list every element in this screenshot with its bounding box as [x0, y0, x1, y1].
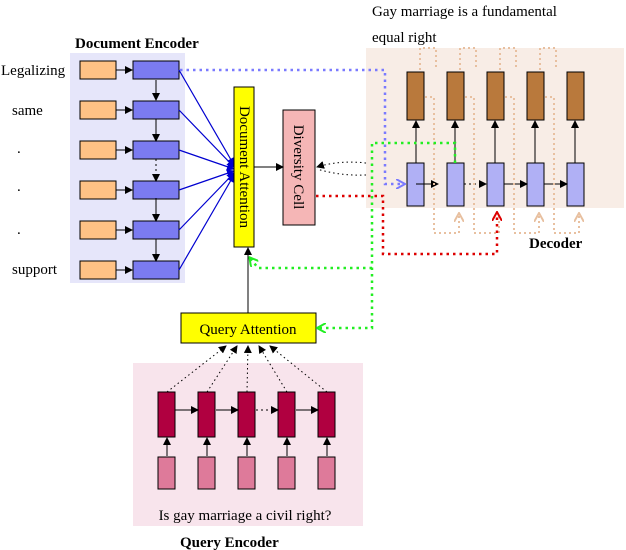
query-encoder-cell — [317, 391, 336, 438]
decoder-to-attention-green-dotted — [250, 141, 457, 328]
diversity-to-decoder-red-dotted — [316, 194, 497, 256]
query-text: Is gay marriage a civil right? — [159, 508, 332, 524]
query-input-cell — [157, 456, 176, 490]
diversity-cell-box — [282, 109, 316, 226]
decoder-state-cell — [446, 162, 465, 207]
query-input-cell — [277, 456, 296, 490]
decoder-to-diversity-dotted — [316, 161, 367, 176]
doc-input-word: . — [17, 179, 21, 195]
query-encoder-cell — [197, 391, 216, 438]
diversity-cell-label: Diversity Cell — [290, 125, 306, 210]
query-to-attention-dotted-arrows — [166, 345, 328, 393]
query-input-cell — [317, 456, 336, 490]
decoder-output-cell — [406, 71, 425, 121]
decoder-output-cell — [526, 71, 545, 121]
decoder-state-cell — [566, 162, 585, 207]
doc-input-word: support — [12, 262, 58, 278]
document-attention-label: Document Attention — [236, 106, 252, 229]
encoder-cell — [132, 180, 180, 200]
query-attention-label: Query Attention — [199, 322, 297, 338]
decoder-feedback-loops — [419, 47, 579, 234]
document-encoder-title: Document Encoder — [75, 36, 199, 52]
doc-input-box — [79, 100, 117, 120]
doc-input-word: . — [17, 222, 21, 238]
doc-input-box — [79, 140, 117, 160]
decoder-output-cell — [446, 71, 465, 121]
decoder-output-cell — [486, 71, 505, 121]
query-input-cell — [197, 456, 216, 490]
decoder-title: Decoder — [529, 236, 583, 252]
encoder-cell — [132, 60, 180, 80]
encoder-cell — [132, 140, 180, 160]
query-encoder-links — [163, 406, 331, 456]
document-encoder-rows — [79, 60, 180, 280]
decoder-output-line2: equal right — [372, 30, 437, 46]
query-input-cell — [237, 456, 256, 490]
decoder-state-cell — [486, 162, 505, 207]
decoder-output-line1: Gay marriage is a fundamental — [372, 4, 557, 20]
query-attention-box — [180, 312, 317, 344]
encoder-cell — [132, 260, 180, 280]
encoder-to-decoder-blue-dotted — [180, 68, 404, 184]
encoder-cell — [132, 100, 180, 120]
doc-input-word: . — [17, 141, 21, 157]
query-encoder-cell — [237, 391, 256, 438]
doc-input-box — [79, 60, 117, 80]
encoder-cell — [132, 220, 180, 240]
query-encoder-cell — [157, 391, 176, 438]
document-encoder-background — [70, 53, 185, 283]
encoder-to-attention-arrows — [178, 69, 235, 271]
doc-input-word: same — [12, 103, 43, 119]
decoder-state-cell — [526, 162, 545, 207]
query-encoder-cell — [277, 391, 296, 438]
doc-input-box — [79, 180, 117, 200]
doc-input-box — [79, 220, 117, 240]
query-encoder-title: Query Encoder — [180, 535, 279, 550]
doc-input-box — [79, 260, 117, 280]
decoder-output-cell — [566, 71, 585, 121]
doc-input-word: Legalizing — [1, 63, 66, 79]
